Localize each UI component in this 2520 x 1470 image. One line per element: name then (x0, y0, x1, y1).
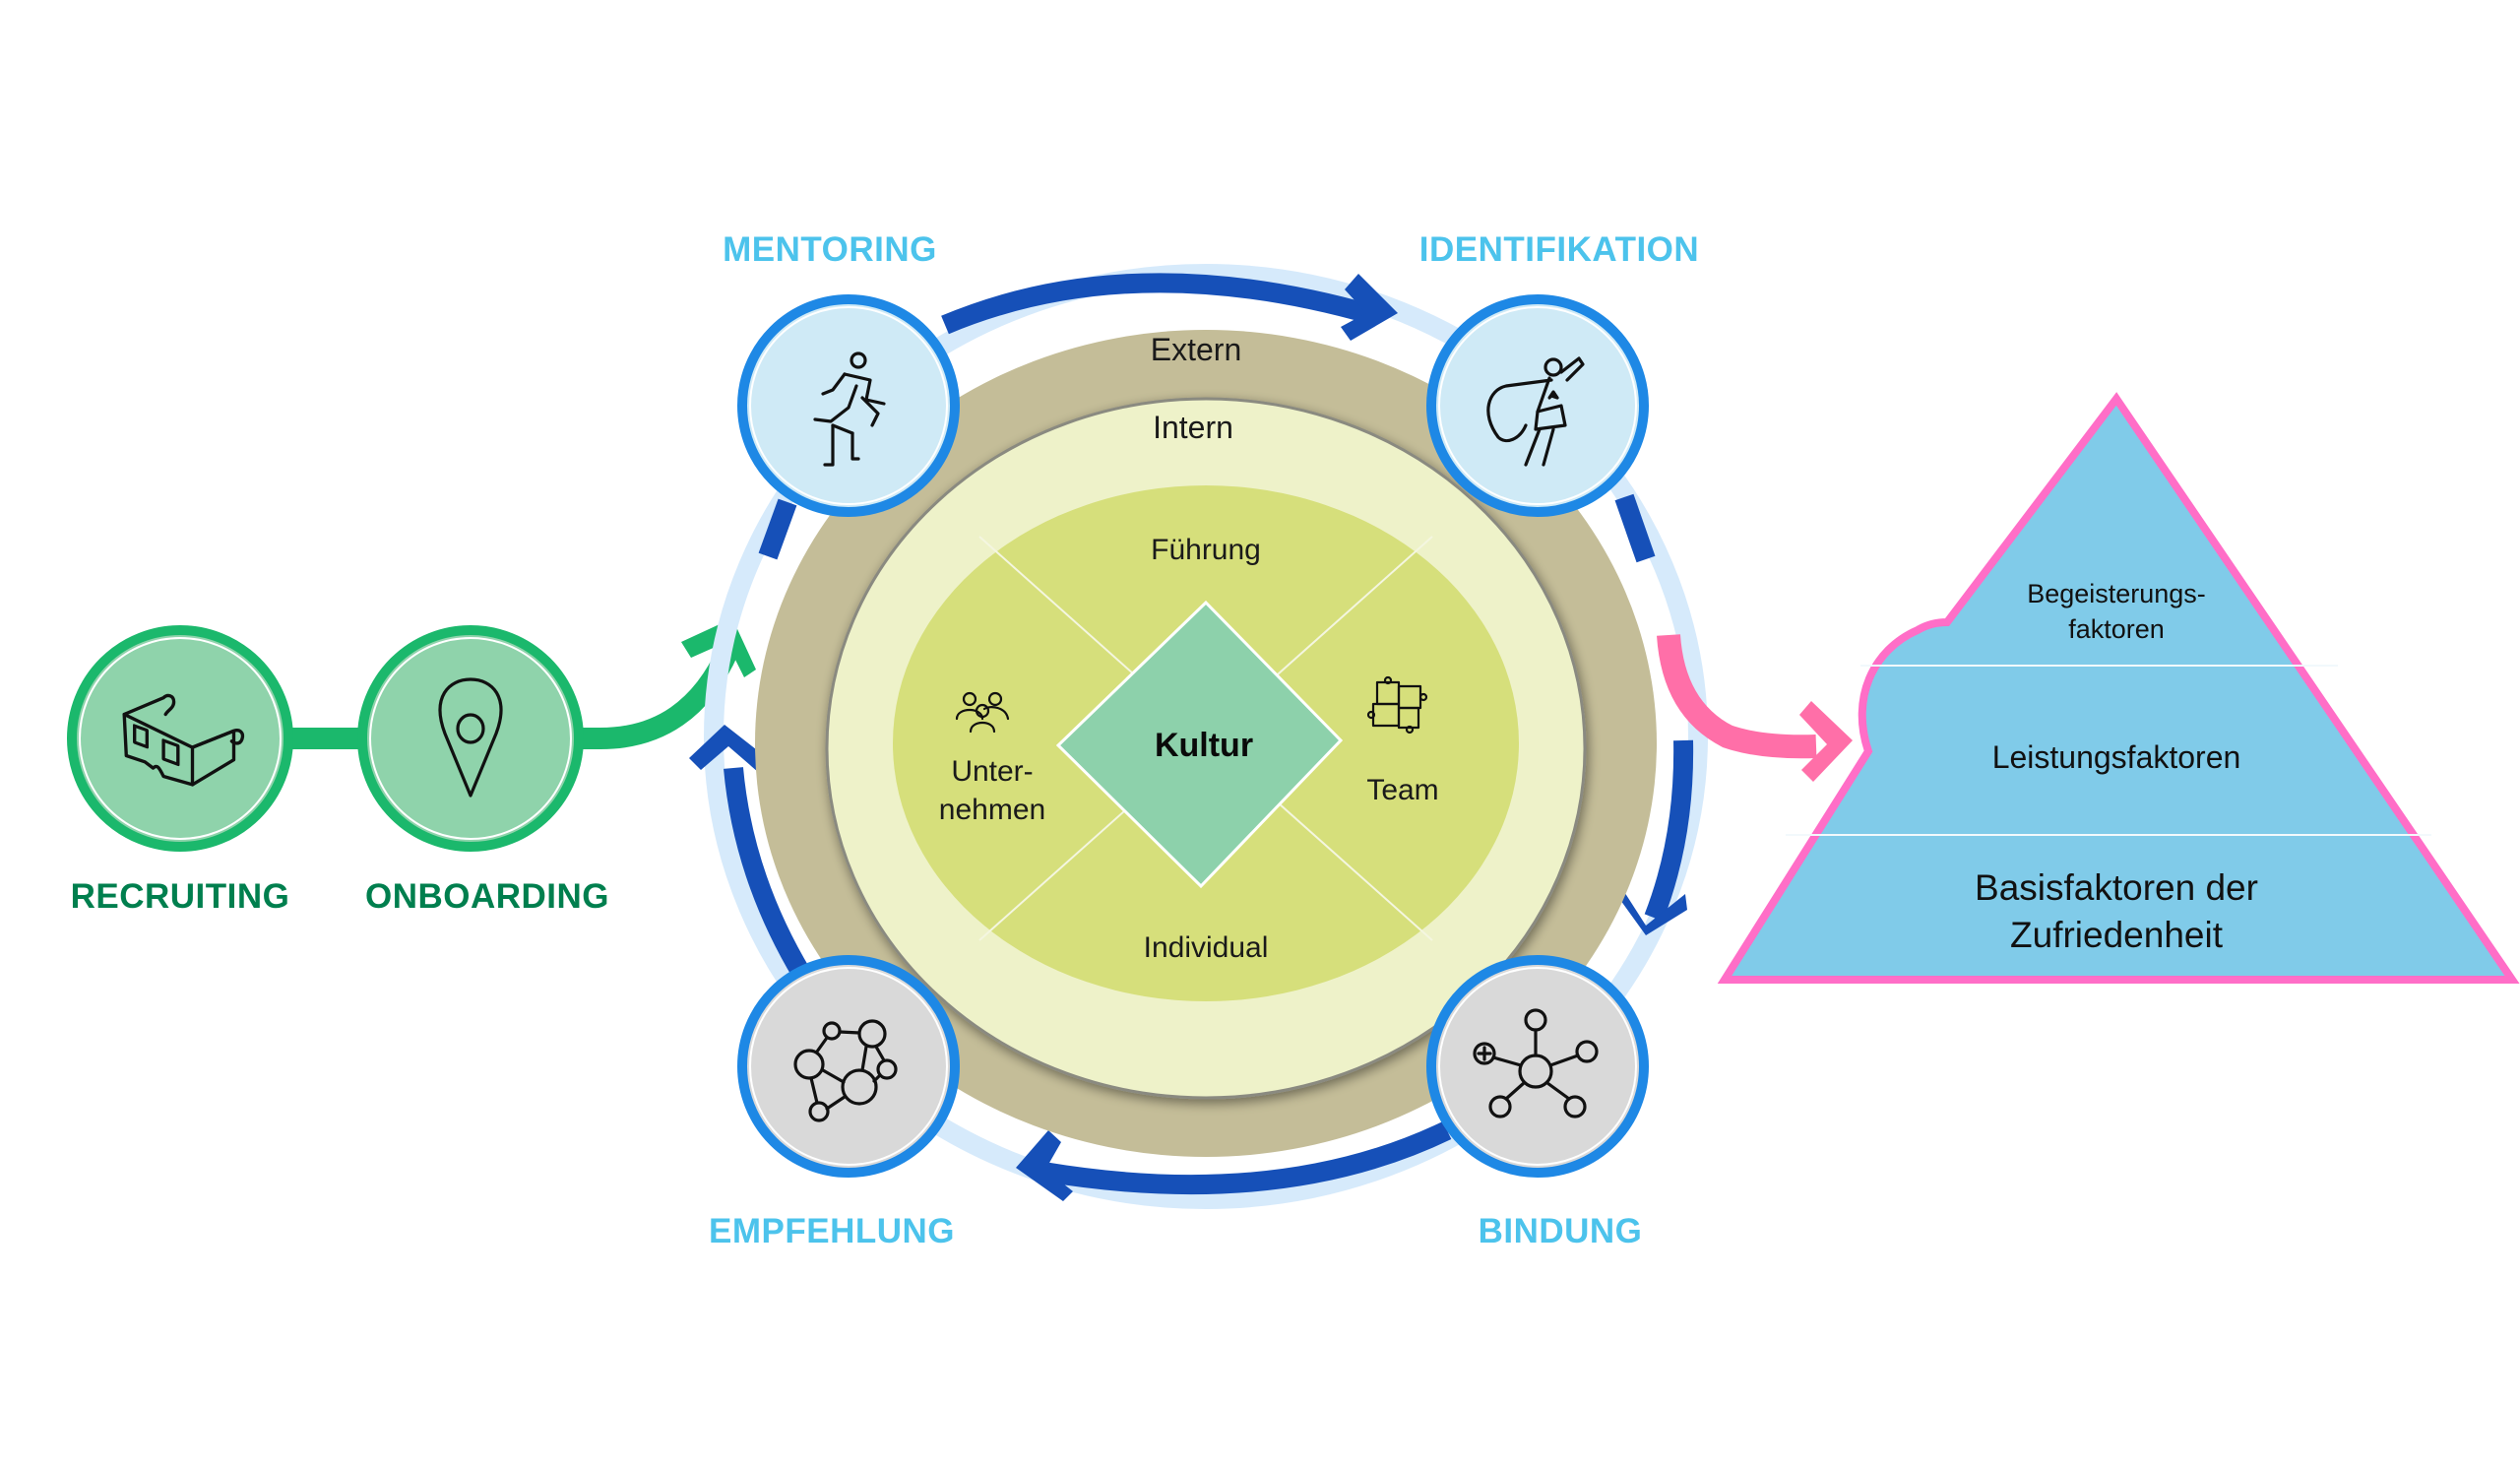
stage-label: BINDUNG (1479, 1212, 1643, 1250)
entry-path: RECRUITING ONBOARDING (67, 618, 756, 916)
kultur-diamond (1055, 600, 1344, 889)
kultur-label: Kultur (1155, 727, 1253, 764)
satisfaction-pyramid: Begeisterungs- faktoren Leistungsfaktore… (1717, 392, 2520, 984)
cycle-arrow-top-head (1341, 274, 1398, 341)
pink-arrow-shaft (1657, 633, 1817, 759)
stage-label: IDENTIFIKATION (1419, 230, 1699, 269)
social-engagement-icon (1473, 1008, 1599, 1118)
puzzle-icon (1366, 675, 1428, 735)
cycle-arrow-right (1644, 739, 1694, 922)
entry-step-onboarding[interactable]: ONBOARDING (357, 625, 609, 916)
stage-bindung[interactable]: BINDUNG (1426, 955, 1649, 1250)
cycle-arrow-left-head (689, 725, 770, 772)
cycle-arrow-right-head (1610, 876, 1687, 935)
people-group-icon (955, 691, 1010, 734)
stage-mentoring[interactable]: MENTORING (723, 230, 960, 517)
segment-individual-label: Individual (1144, 931, 1269, 964)
entry-step-label: RECRUITING (71, 877, 290, 916)
pink-arrow-head (1799, 701, 1853, 782)
3d-glasses-icon (122, 693, 245, 787)
culture-model: Extern Intern Führung Team Individual Un… (755, 330, 1657, 1157)
pyramid-level-base-line1: Basisfaktoren der (1975, 867, 2258, 908)
stage-empfehlung[interactable]: EMPFEHLUNG (709, 955, 960, 1250)
stage-label: MENTORING (723, 230, 937, 269)
pyramid-level-middle: Leistungsfaktoren (1992, 739, 2241, 775)
pyramid-level-base-line2: Zufriedenheit (2010, 915, 2224, 955)
segment-fuehrung-label: Führung (1151, 534, 1261, 566)
cycle-arrow-bottom-head (1016, 1130, 1073, 1201)
entry-arrow-head (681, 618, 756, 677)
extern-label: Extern (1151, 332, 1241, 367)
segment-unternehmen-label-1: Unter- (951, 755, 1033, 788)
cycle-arrow-right-tail (1614, 493, 1656, 563)
stage-label: EMPFEHLUNG (709, 1212, 955, 1250)
superhero-icon (1486, 356, 1585, 467)
segment-team-label: Team (1366, 774, 1438, 806)
cycle-arrow-top (941, 273, 1376, 335)
intern-label: Intern (1153, 410, 1233, 445)
map-pin-icon (438, 677, 503, 798)
entry-step-label: ONBOARDING (365, 877, 609, 916)
cycle-arrow-left (724, 767, 811, 981)
cycle-track (689, 264, 1708, 1209)
pyramid-level-top-line2: faktoren (2068, 614, 2165, 644)
segment-unternehmen-label-2: nehmen (939, 794, 1045, 826)
network-people-icon (793, 1019, 898, 1122)
cycle-arrow-bottom (1041, 1120, 1452, 1195)
hurdle-runner-icon (813, 352, 886, 467)
stage-identifikation[interactable]: IDENTIFIKATION (1419, 230, 1699, 517)
entry-step-recruiting[interactable]: RECRUITING (67, 625, 293, 916)
pyramid-level-top-line1: Begeisterungs- (2027, 579, 2206, 608)
cycle-arrow-left-tail (758, 498, 797, 560)
